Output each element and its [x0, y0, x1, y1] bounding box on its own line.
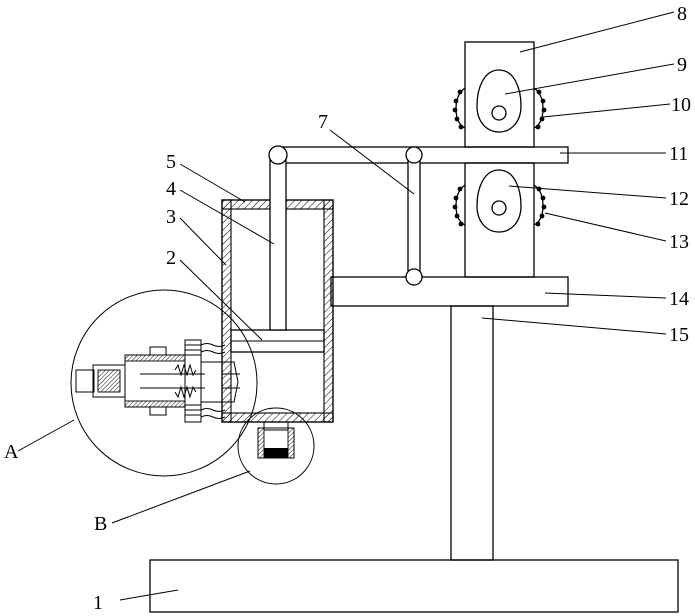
label-2: 2 — [166, 247, 176, 269]
cylinder-cap — [222, 200, 270, 209]
drain-valve — [258, 422, 294, 458]
vertical-column — [451, 306, 493, 560]
label-15: 15 — [669, 324, 689, 346]
upper-cam-shaft — [492, 106, 506, 120]
gear-teeth-upper — [453, 88, 547, 129]
label-3: 3 — [166, 206, 176, 228]
check-valve-assembly — [76, 340, 240, 422]
label-11: 11 — [669, 143, 688, 165]
label-b: B — [94, 513, 107, 535]
label-10: 10 — [671, 94, 691, 116]
label-9: 9 — [677, 54, 687, 76]
link-pivot-top — [406, 147, 422, 163]
cam-housing-upper — [465, 42, 534, 147]
label-7: 7 — [318, 111, 328, 133]
label-4: 4 — [166, 178, 176, 200]
lower-cam-shaft — [492, 201, 506, 215]
label-a: A — [4, 441, 19, 463]
label-1: 1 — [93, 592, 103, 614]
label-13: 13 — [669, 231, 689, 253]
link-rod — [408, 155, 420, 277]
rod-pivot — [269, 146, 287, 164]
gear-teeth-lower — [453, 185, 547, 226]
link-pivot-bottom — [406, 269, 422, 285]
label-5: 5 — [166, 151, 176, 173]
piston-rod — [270, 152, 286, 330]
label-14: 14 — [669, 288, 689, 310]
label-12: 12 — [669, 188, 689, 210]
cam-housing-lower — [465, 163, 534, 277]
label-8: 8 — [677, 3, 687, 25]
horizontal-arm — [331, 277, 568, 306]
upper-cam — [477, 70, 521, 132]
base-plate — [150, 560, 678, 612]
